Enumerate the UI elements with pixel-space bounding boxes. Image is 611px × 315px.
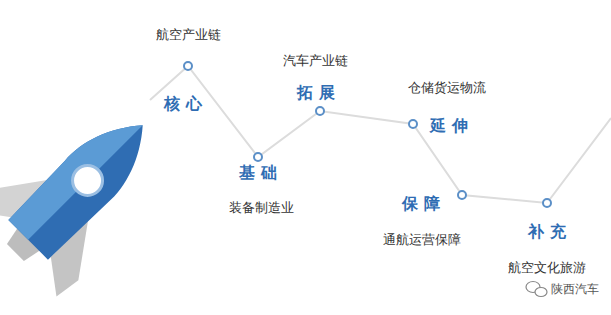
- key-word: 基础: [232, 163, 283, 182]
- caption-text: 装备制造业: [229, 200, 294, 216]
- rocket: [0, 80, 188, 299]
- key-word: 补充: [521, 222, 572, 241]
- caption-text: 汽车产业链: [283, 53, 348, 69]
- wechat-icon: [526, 282, 547, 297]
- caption-text: 航空文化旅游: [508, 260, 586, 276]
- key-word: 拓展: [290, 83, 341, 102]
- rocket-body: [7, 104, 164, 261]
- key-word: 保障: [395, 194, 446, 213]
- caption-text: 仓储货运物流: [408, 80, 486, 96]
- caption-text: 通航运营保障: [383, 232, 461, 248]
- point-markers: [184, 62, 551, 207]
- rocket-window: [66, 159, 108, 201]
- zigzag-line: [150, 66, 611, 203]
- key-word: 核心: [157, 94, 208, 113]
- key-word: 延伸: [423, 116, 474, 135]
- caption-text: 航空产业链: [156, 27, 221, 43]
- watermark: 陕西汽车: [551, 282, 599, 296]
- rocket-body-light: [7, 104, 143, 240]
